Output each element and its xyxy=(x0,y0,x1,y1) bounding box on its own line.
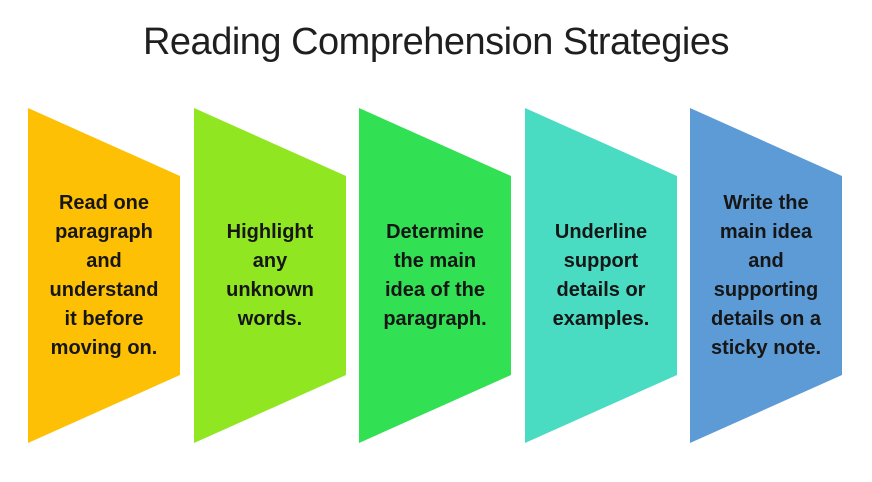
strategy-step-3: Determine the main idea of the paragraph… xyxy=(359,108,511,443)
strategy-step-2-label: Highlight any unknown words. xyxy=(226,220,314,330)
strategy-step-2: Highlight any unknown words. xyxy=(194,108,346,443)
strategy-step-5-label: Write the main idea and supporting detai… xyxy=(710,191,822,359)
strategy-step-1-label: Read one paragraph and understand it bef… xyxy=(49,191,159,359)
strategy-step-5: Write the main idea and supporting detai… xyxy=(690,108,842,443)
slide-title: Reading Comprehension Strategies xyxy=(142,21,730,63)
strategy-step-1: Read one paragraph and understand it bef… xyxy=(28,108,180,443)
strategy-step-3-label: Determine the main idea of the paragraph… xyxy=(383,220,487,330)
strategy-step-4: Underline support details or examples. xyxy=(525,108,677,443)
strategy-step-4-label: Underline support details or examples. xyxy=(552,220,650,330)
